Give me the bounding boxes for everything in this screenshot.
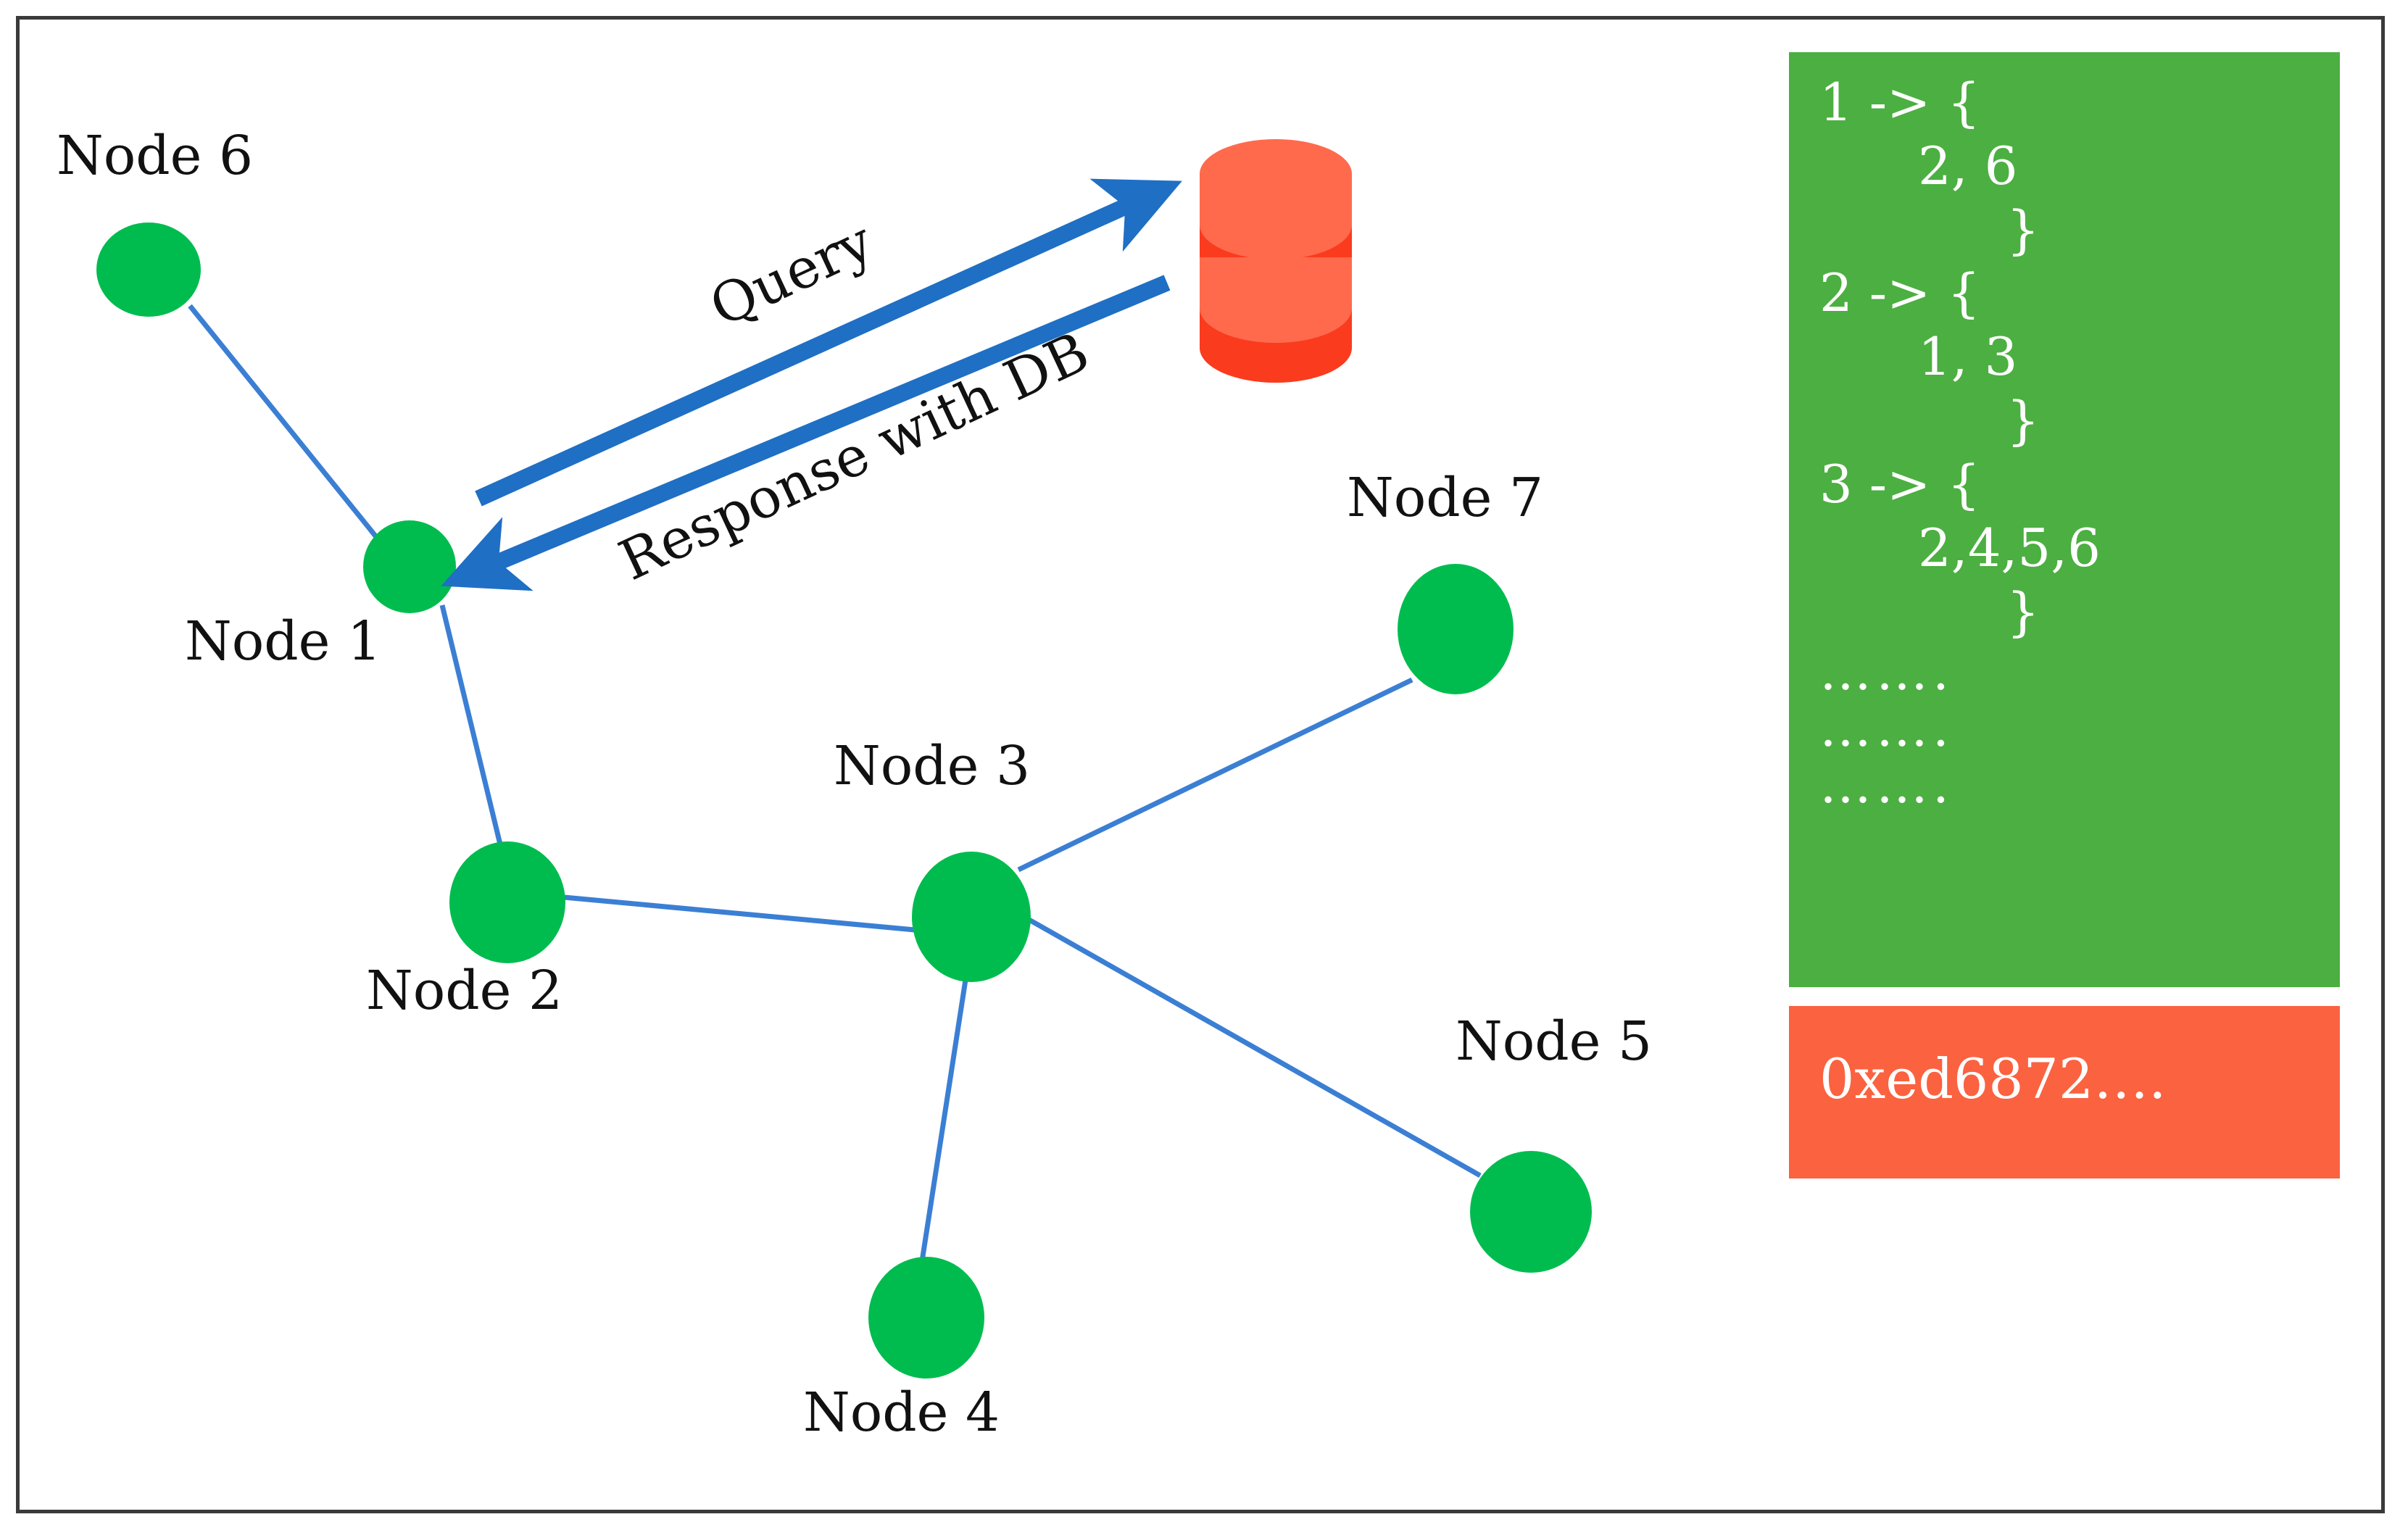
- node-label-node3: Node 3: [834, 735, 1031, 797]
- routing-entry-2-value: 1, 3: [1918, 326, 2018, 388]
- node-node6[interactable]: [96, 223, 201, 317]
- node-label-node6: Node 6: [57, 125, 254, 187]
- node-label-node5: Node 5: [1456, 1010, 1653, 1073]
- routing-entry-3-value: 2,4,5,6: [1918, 517, 2101, 578]
- routing-entry-3-close: }: [2006, 581, 2040, 642]
- node-label-node7: Node 7: [1347, 467, 1544, 529]
- response-arrow: [441, 275, 1171, 591]
- graph-nodes: [96, 223, 1592, 1379]
- routing-entry-2-key: 2 -> {: [1819, 262, 1981, 324]
- edge-node2-node3: [563, 894, 916, 933]
- routing-continuation-3: …….: [1819, 753, 1954, 815]
- node-label-node1: Node 1: [185, 610, 382, 673]
- query-arrow: [475, 178, 1182, 507]
- node-node3[interactable]: [912, 852, 1031, 982]
- routing-table-panel: 1 -> { 2, 6 } 2 -> { 1, 3 } 3 -> { 2,4,5…: [1789, 52, 2340, 987]
- database-cylinder-icon: [1200, 139, 1352, 383]
- routing-entry-2-close: }: [2006, 390, 2040, 452]
- hash-value: 0xed6872….: [1819, 1047, 2167, 1111]
- node-label-node2: Node 2: [366, 960, 563, 1022]
- node-node2[interactable]: [449, 841, 565, 963]
- edge-node6-node1: [188, 304, 379, 540]
- graph-edges: [188, 304, 1482, 1262]
- routing-continuation-2: …….: [1819, 697, 1954, 759]
- routing-entry-1-value: 2, 6: [1918, 135, 2018, 196]
- hash-panel: 0xed6872….: [1789, 1006, 2340, 1178]
- edge-node1-node2: [439, 604, 503, 845]
- node-label-node4: Node 4: [803, 1381, 1000, 1444]
- edge-node3-node7: [1017, 677, 1413, 873]
- edge-node3-node4: [919, 979, 968, 1262]
- node-node1[interactable]: [363, 520, 456, 613]
- routing-entry-1-close: }: [2006, 199, 2040, 260]
- edge-node3-node5: [1026, 916, 1482, 1178]
- routing-entry-3-key: 3 -> {: [1819, 453, 1981, 515]
- routing-entry-1-key: 1 -> {: [1819, 72, 1981, 133]
- routing-continuation-1: …….: [1819, 641, 1954, 702]
- node-node4[interactable]: [868, 1257, 984, 1379]
- node-node7[interactable]: [1398, 564, 1514, 694]
- node-node5[interactable]: [1470, 1151, 1592, 1273]
